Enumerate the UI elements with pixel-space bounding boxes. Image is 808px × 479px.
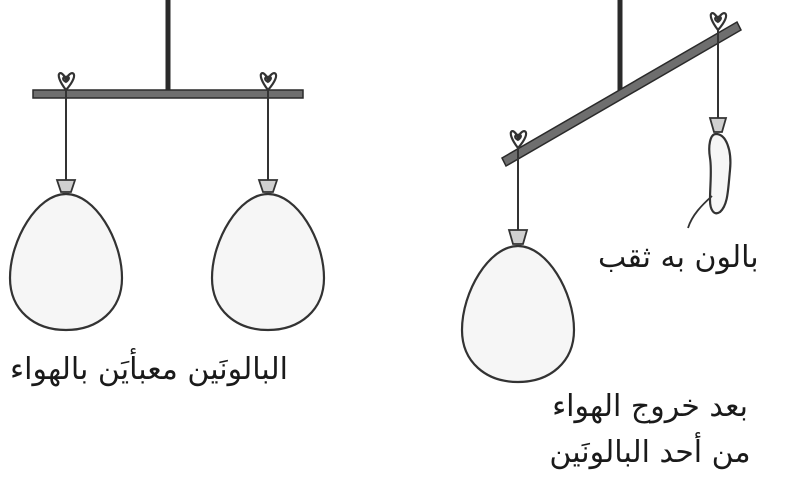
balloon-knot-icon: [57, 180, 75, 192]
punctured-balloon-caption: بالون به ثقب: [598, 240, 759, 275]
balloon-knot-icon: [259, 180, 277, 192]
deflated-balloon-body: [709, 134, 730, 213]
balloon-body: [462, 246, 574, 382]
string-loop-icon: [711, 13, 726, 30]
after-deflation-caption-line-2: من أحد البالونَين: [520, 430, 780, 476]
balanced-setup: [10, 0, 324, 330]
inflated-balloon-3: [462, 131, 574, 382]
inflated-balloon-1: [10, 73, 122, 330]
balloon-body: [10, 194, 122, 330]
balloon-knot-icon: [710, 118, 726, 132]
unbalanced-setup: [462, 0, 741, 382]
after-deflation-caption-line-1: بعد خروج الهواء: [520, 384, 780, 430]
pointer-line: [688, 196, 712, 228]
string-loop-icon: [261, 73, 276, 90]
inflated-balloons-caption: البالونَين معبأيَن بالهواء: [10, 352, 288, 387]
balloon-knot-icon: [509, 230, 527, 244]
after-deflation-caption: بعد خروج الهواء من أحد البالونَين: [520, 384, 780, 476]
balloon-body: [212, 194, 324, 330]
left-balance-rod: [33, 90, 303, 98]
inflated-balloon-2: [212, 73, 324, 330]
string-loop-icon: [59, 73, 74, 90]
